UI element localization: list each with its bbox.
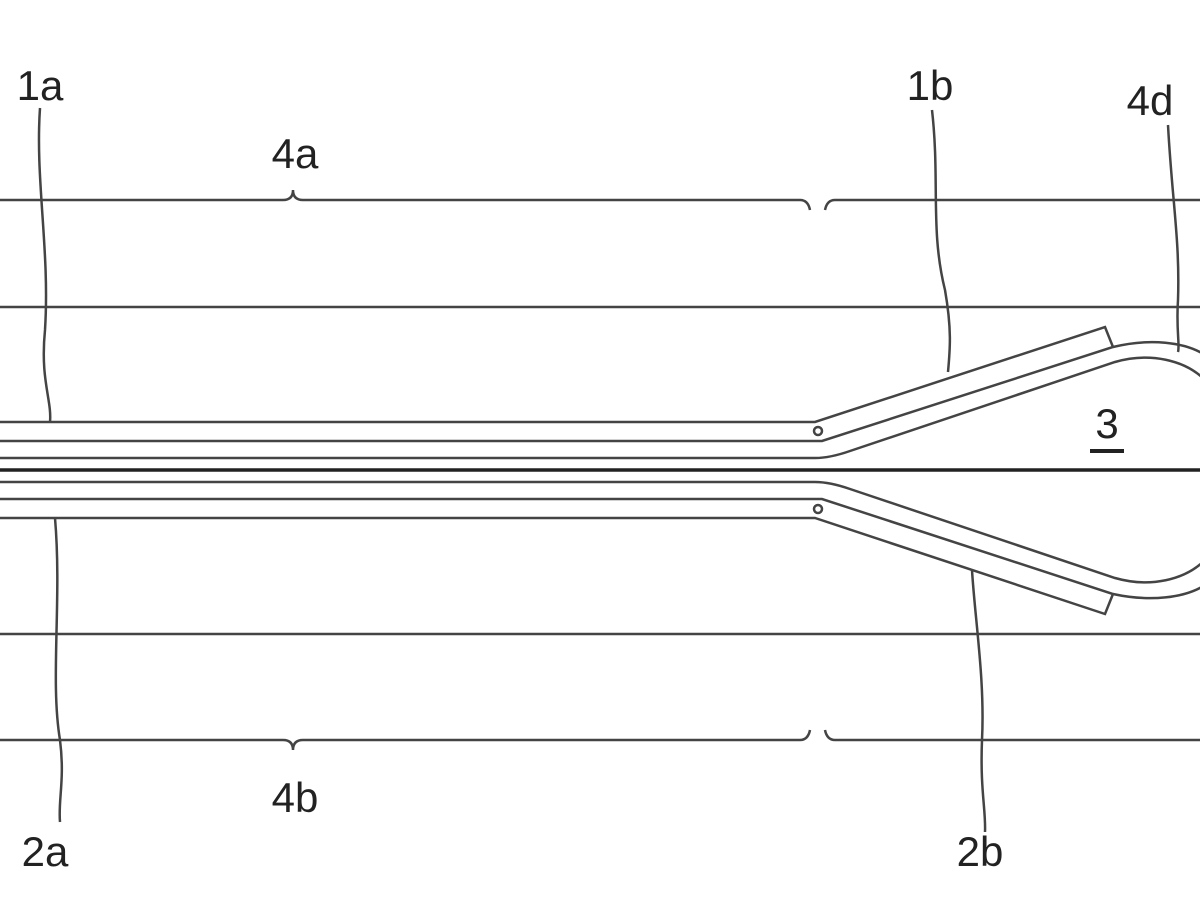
bracket-4a xyxy=(0,189,1200,211)
label-4b: 4b xyxy=(272,774,319,821)
lower-strip xyxy=(0,497,1115,616)
label-4a: 4a xyxy=(272,130,319,177)
leader-4d xyxy=(1166,124,1180,353)
leader-2a xyxy=(53,517,64,823)
loop-inner-upper xyxy=(0,356,1200,460)
label-4d: 4d xyxy=(1127,77,1174,124)
label-1a: 1a xyxy=(17,62,64,109)
loop-outer-lower xyxy=(1112,586,1200,600)
label-3: 3 xyxy=(1095,400,1118,447)
upper-hinge xyxy=(812,425,824,437)
loop-outer-upper xyxy=(1112,340,1200,354)
label-1b: 1b xyxy=(907,62,954,109)
loop-inner-lower xyxy=(0,480,1200,584)
leader-1b xyxy=(930,109,952,373)
leader-1a xyxy=(37,107,52,423)
bracket-4b xyxy=(0,729,1200,751)
leader-2b xyxy=(970,569,987,833)
lower-hinge xyxy=(812,503,824,515)
label-2b: 2b xyxy=(957,828,1004,875)
upper-strip xyxy=(0,325,1115,443)
label-2a: 2a xyxy=(22,828,69,875)
